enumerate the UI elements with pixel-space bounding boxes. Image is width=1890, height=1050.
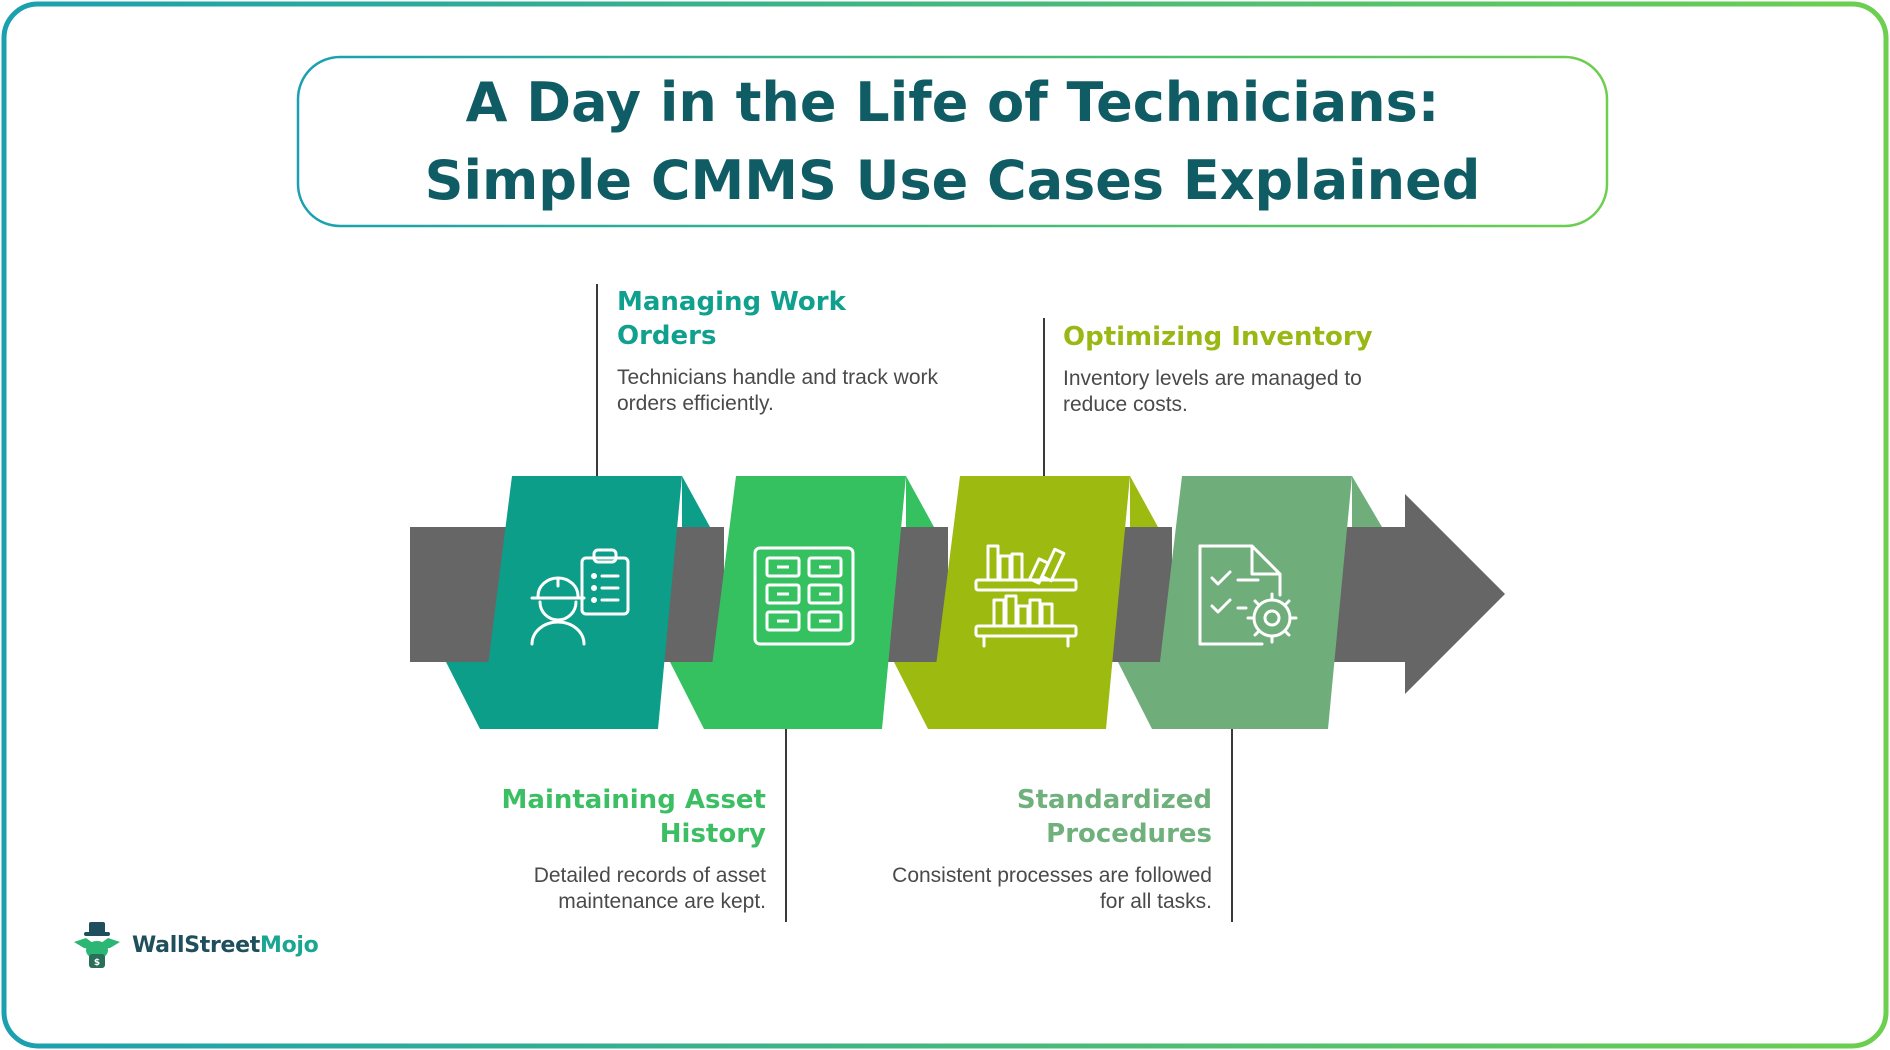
step-2-panel xyxy=(704,476,906,729)
step-4-block xyxy=(1118,476,1382,729)
step-4-heading: Standardized Procedures xyxy=(1016,785,1212,849)
step-2-block xyxy=(670,476,934,729)
step-4-label: Standardized Procedures Consistent proce… xyxy=(872,783,1212,915)
arrow-body xyxy=(410,494,1505,694)
step-1-heading: Managing Work Orders xyxy=(617,287,846,351)
shelves-icon xyxy=(974,544,1078,648)
technician-clipboard-icon xyxy=(530,548,630,646)
document-gear-icon xyxy=(1198,544,1298,646)
svg-text:$: $ xyxy=(94,958,100,968)
step-1-description: Technicians handle and track work orders… xyxy=(617,366,939,415)
title-box: A Day in the Life of Technicians: Simple… xyxy=(298,57,1607,226)
step-3-heading: Optimizing Inventory xyxy=(1063,322,1373,352)
step-1-block xyxy=(446,476,710,729)
step-3-fold-top xyxy=(1130,476,1158,527)
step-4-fold-top xyxy=(1352,476,1382,527)
step-3-description: Inventory levels are managed to reduce c… xyxy=(1063,367,1362,416)
arrow-tail xyxy=(410,527,506,662)
arrow-head xyxy=(1330,494,1505,694)
file-cabinet-icon xyxy=(753,546,855,646)
step-1-label: Managing Work Orders Technicians handle … xyxy=(617,285,947,417)
brand-name-part1: WallStreet xyxy=(132,932,260,958)
step-3-block xyxy=(894,476,1158,729)
wallstreetmojo-mascot-icon: $ xyxy=(74,922,120,968)
step-1-fold-top xyxy=(682,476,710,527)
brand-name: WallStreetMojo xyxy=(132,932,319,958)
step-3-label: Optimizing Inventory Inventory levels ar… xyxy=(1063,320,1423,418)
step-2-fold-top xyxy=(906,476,934,527)
step-2-description: Detailed records of asset maintenance ar… xyxy=(533,864,766,913)
step-2-label: Maintaining Asset History Detailed recor… xyxy=(420,783,766,915)
title-border xyxy=(296,55,1609,228)
brand-name-part2: Mojo xyxy=(259,932,319,958)
page-title: A Day in the Life of Technicians: Simple… xyxy=(424,70,1481,212)
step-4-description: Consistent processes are followed for al… xyxy=(892,864,1212,913)
brand-logo: $ WallStreetMojo xyxy=(70,920,319,970)
step-2-heading: Maintaining Asset History xyxy=(501,785,766,849)
step-4-panel xyxy=(1152,476,1352,729)
